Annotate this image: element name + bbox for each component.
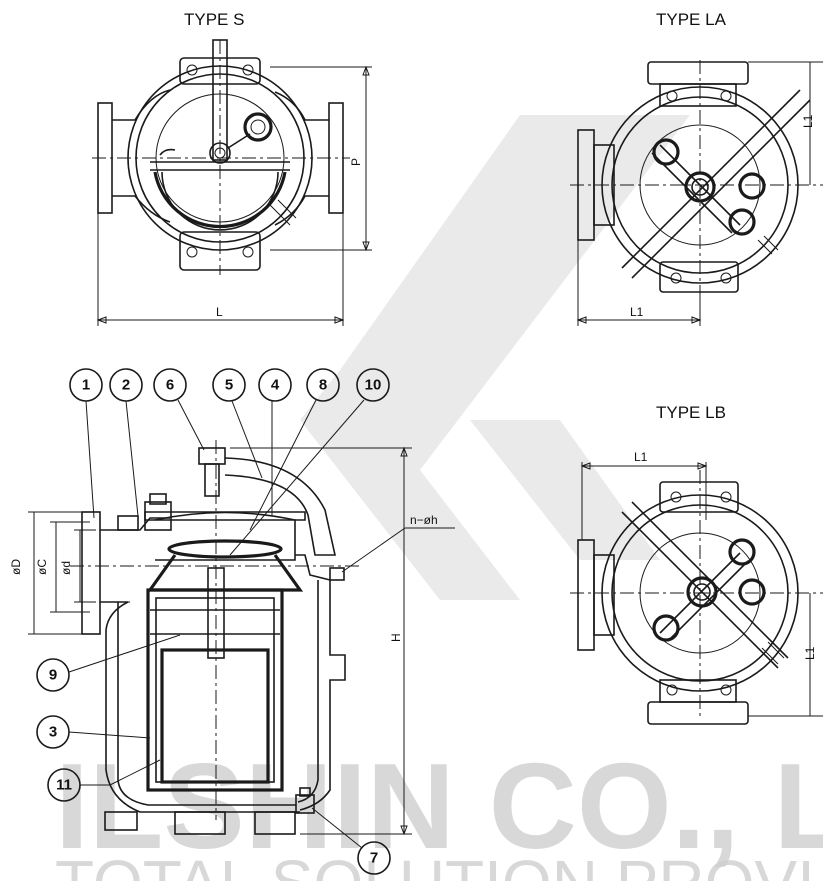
callout-10: 10 bbox=[229, 368, 390, 556]
dim-oc: øC bbox=[35, 559, 49, 575]
svg-text:8: 8 bbox=[319, 377, 327, 394]
dim-l1-la-bottom: L1 bbox=[630, 305, 644, 319]
svg-text:9: 9 bbox=[49, 667, 57, 684]
callout-5: 5 bbox=[212, 368, 263, 479]
type-lb-view: L1 L1 bbox=[570, 450, 823, 725]
svg-text:2: 2 bbox=[122, 377, 130, 394]
title-type-la: TYPE LA bbox=[656, 10, 727, 29]
dim-l1-lb-top: L1 bbox=[634, 450, 648, 464]
title-type-lb: TYPE LB bbox=[656, 403, 726, 422]
callout-9: 9 bbox=[36, 634, 181, 692]
dim-od: øD bbox=[9, 559, 23, 575]
svg-text:7: 7 bbox=[370, 850, 378, 867]
callout-11: 11 bbox=[47, 759, 161, 802]
callout-4: 4 bbox=[258, 368, 292, 515]
section-dimensions: øD øC ød H n−øh bbox=[9, 446, 455, 836]
svg-text:5: 5 bbox=[225, 377, 233, 394]
type-s-view: L P bbox=[92, 39, 372, 326]
callout-6: 6 bbox=[153, 368, 205, 451]
title-type-s: TYPE S bbox=[184, 10, 244, 29]
callout-7: 7 bbox=[311, 807, 391, 875]
dim-n-h: n−øh bbox=[410, 513, 438, 527]
callout-3: 3 bbox=[36, 715, 151, 749]
svg-text:10: 10 bbox=[365, 377, 382, 394]
section-view bbox=[70, 440, 360, 835]
dim-h: H bbox=[389, 633, 403, 642]
dim-l1-la-side: L1 bbox=[801, 114, 815, 128]
callout-1: 1 bbox=[69, 368, 103, 519]
dim-od-small: ød bbox=[59, 561, 73, 575]
svg-text:3: 3 bbox=[49, 724, 57, 741]
dim-l: L bbox=[216, 305, 223, 319]
dim-l1-lb-side: L1 bbox=[803, 646, 817, 660]
watermark-tagline: TOTAL SOLUTION PROVI bbox=[55, 847, 815, 881]
callout-8: 8 bbox=[249, 368, 340, 531]
type-la-view: L1 L1 bbox=[570, 60, 823, 326]
svg-text:1: 1 bbox=[82, 377, 90, 394]
svg-text:6: 6 bbox=[166, 377, 174, 394]
callout-2: 2 bbox=[109, 368, 143, 517]
dim-p: P bbox=[349, 158, 363, 166]
svg-text:4: 4 bbox=[271, 377, 280, 394]
watermark-logo bbox=[300, 115, 690, 600]
svg-text:11: 11 bbox=[56, 777, 72, 794]
watermark-company: ILSHIN CO., LT bbox=[55, 738, 823, 874]
